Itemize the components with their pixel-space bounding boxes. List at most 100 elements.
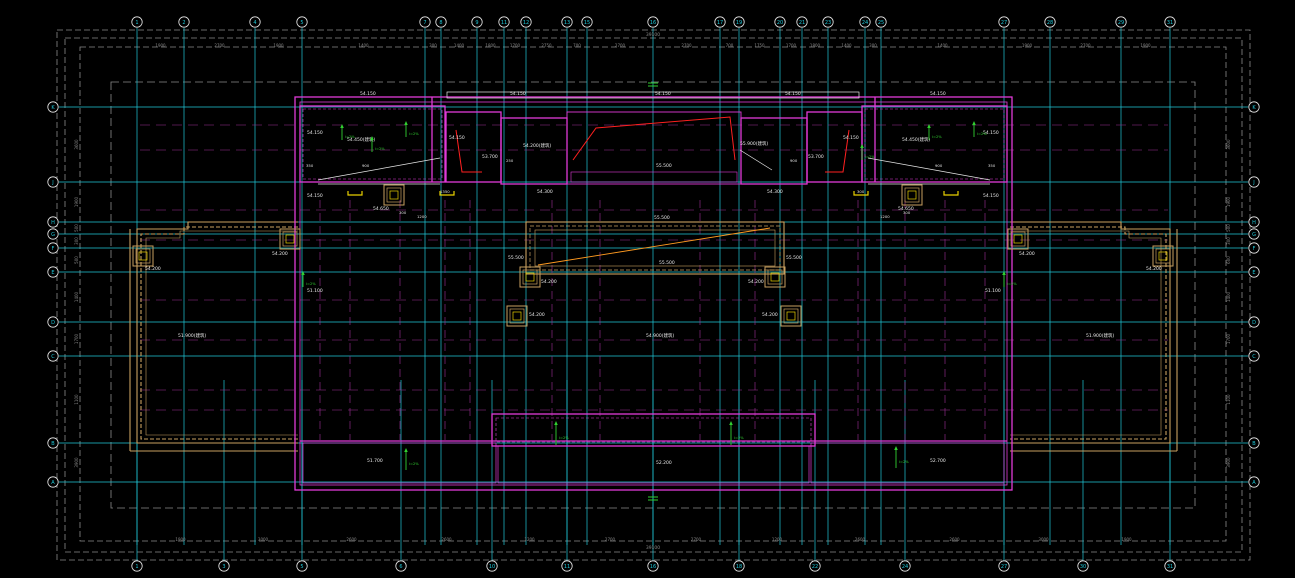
level-col-right-b: 54.200 xyxy=(762,312,778,318)
dim-top-6: 1400 xyxy=(454,43,465,48)
level-room-right: 54.150 xyxy=(983,130,999,136)
axis-top-23-label: 23 xyxy=(825,20,831,26)
axis-left-D-circle xyxy=(47,316,59,328)
axis-top-4: 4 xyxy=(249,16,261,28)
axis-top-4-label: 4 xyxy=(253,20,256,26)
column-7 xyxy=(519,266,541,288)
small-dim-4: 1200 xyxy=(417,214,427,219)
slope-label: i=2% xyxy=(932,135,942,139)
axis-right-F-label: F xyxy=(1253,246,1256,252)
central-beam-slope-line xyxy=(537,227,771,266)
axis-left-H-label: H xyxy=(51,220,55,226)
dim-left-3: 500 xyxy=(74,224,79,232)
slope-label: i=2% xyxy=(977,132,987,136)
level-bottom-mid: 52.200 xyxy=(656,460,672,466)
level-col-small-3: 54.300 xyxy=(537,189,553,195)
axis-bottom-31-label: 31 xyxy=(1167,564,1173,570)
dim-top-17: 1400 xyxy=(841,43,852,48)
dim-bottom-2: 3000 xyxy=(258,537,269,542)
axis-right-E-circle xyxy=(1248,266,1260,278)
dim-bottom-4: 2600 xyxy=(441,537,452,542)
level-beam-left: 55.500 xyxy=(508,255,524,261)
axis-top-23: 23 xyxy=(822,16,834,28)
small-dim-2: 900 xyxy=(362,163,370,168)
level-room-left: 54.150 xyxy=(307,130,323,136)
column-outer xyxy=(383,184,405,206)
dim-top-18: 300 xyxy=(869,43,877,48)
dim-top-10: 700 xyxy=(573,43,581,48)
axis-top-5-label: 5 xyxy=(300,20,303,26)
dim-left-6: 1400 xyxy=(74,291,79,302)
column-3 xyxy=(1007,228,1029,250)
slope-label: i=2% xyxy=(306,282,316,286)
drainage-arrows: i=2%i=2%i=2%i=2%i=2%i=2%i=2%i=2%i=2%i=2%… xyxy=(301,121,1017,470)
level-col-small-4: 54.300 xyxy=(767,189,783,195)
drain-arrow-4: i=2% xyxy=(972,121,987,137)
axis-right-E: E xyxy=(1248,266,1260,278)
axis-bottom-6-circle xyxy=(395,560,407,572)
axis-top-13-label: 13 xyxy=(564,20,570,26)
axis-bottom-1-label: 1 xyxy=(135,564,138,570)
drain-arrow-head xyxy=(404,121,408,125)
axis-top-2: 2 xyxy=(178,16,190,28)
drain-arrow-5: i=2% xyxy=(301,271,316,287)
level-beam-right: 55.500 xyxy=(786,255,802,261)
drain-arrow-6: i=2% xyxy=(1002,271,1017,287)
axis-right-D-circle xyxy=(1248,316,1260,328)
level-top-3: 54.150 xyxy=(655,91,671,97)
axis-bottom-3-label: 3 xyxy=(222,564,225,570)
dim-bottom-total: 39100 xyxy=(646,545,660,551)
dim-top-total: 39100 xyxy=(646,32,660,38)
axis-bottom-11-label: 11 xyxy=(564,564,570,570)
axis-top-1: 1 xyxy=(131,16,143,28)
level-roof-right: 51.900(建筑) xyxy=(1086,332,1115,339)
axis-top-28: 28 xyxy=(1044,16,1056,28)
column-outer xyxy=(279,228,301,250)
axis-right-D-label: D xyxy=(1252,320,1256,326)
drain-arrow-head xyxy=(554,421,558,425)
dim-right-9: 3900 xyxy=(1226,457,1231,468)
drain-arrow-head xyxy=(404,448,408,452)
axis-top-12-circle xyxy=(520,16,532,28)
axis-left-C-circle xyxy=(47,350,59,362)
level-bottom-right: 52.700 xyxy=(930,458,946,464)
axis-left-F-circle xyxy=(47,242,59,254)
dim-left-1: 3600 xyxy=(74,139,79,150)
axis-top-24-label: 24 xyxy=(862,20,868,26)
dim-bottom-3: 2600 xyxy=(346,537,357,542)
column-mid xyxy=(783,308,799,324)
axis-left-K-label: K xyxy=(51,105,55,111)
drain-arrow-12: i=2% xyxy=(860,144,875,160)
dim-top-21: 2700 xyxy=(1080,43,1091,48)
structural-grid-lines xyxy=(59,28,1248,562)
small-dim-11: 300 xyxy=(857,189,865,194)
roof-parapet xyxy=(446,91,860,99)
axis-right-B-label: B xyxy=(1252,441,1256,447)
dim-top-8: 1700 xyxy=(510,43,521,48)
column-mid xyxy=(509,308,525,324)
level-side-left: 54.150 xyxy=(307,193,323,199)
axis-bottom-11: 11 xyxy=(561,560,573,572)
column-core xyxy=(512,311,522,321)
axis-top-27-circle xyxy=(998,16,1010,28)
dim-top-4: 1400 xyxy=(358,43,369,48)
axis-top-9-circle xyxy=(471,16,483,28)
drain-arrow-head xyxy=(340,124,344,128)
dim-right-8: 1100 xyxy=(1226,394,1231,405)
axis-top-2-circle xyxy=(178,16,190,28)
column-4 xyxy=(1152,245,1174,267)
dim-right-4: 300 xyxy=(1226,237,1231,245)
dim-bottom-11: 3000 xyxy=(1038,537,1049,542)
axis-right-D: D xyxy=(1248,316,1260,328)
axis-top-28-circle xyxy=(1044,16,1056,28)
dim-bottom-9: 2600 xyxy=(855,537,866,542)
axis-bottom-18-circle xyxy=(733,560,745,572)
slope-label: i=2% xyxy=(559,436,569,440)
axis-right-H-circle xyxy=(1248,216,1260,228)
small-dimensions: 350 900 300 1200 1350 250 900 350 300 12… xyxy=(306,158,996,219)
axis-right-K-circle xyxy=(1248,101,1260,113)
